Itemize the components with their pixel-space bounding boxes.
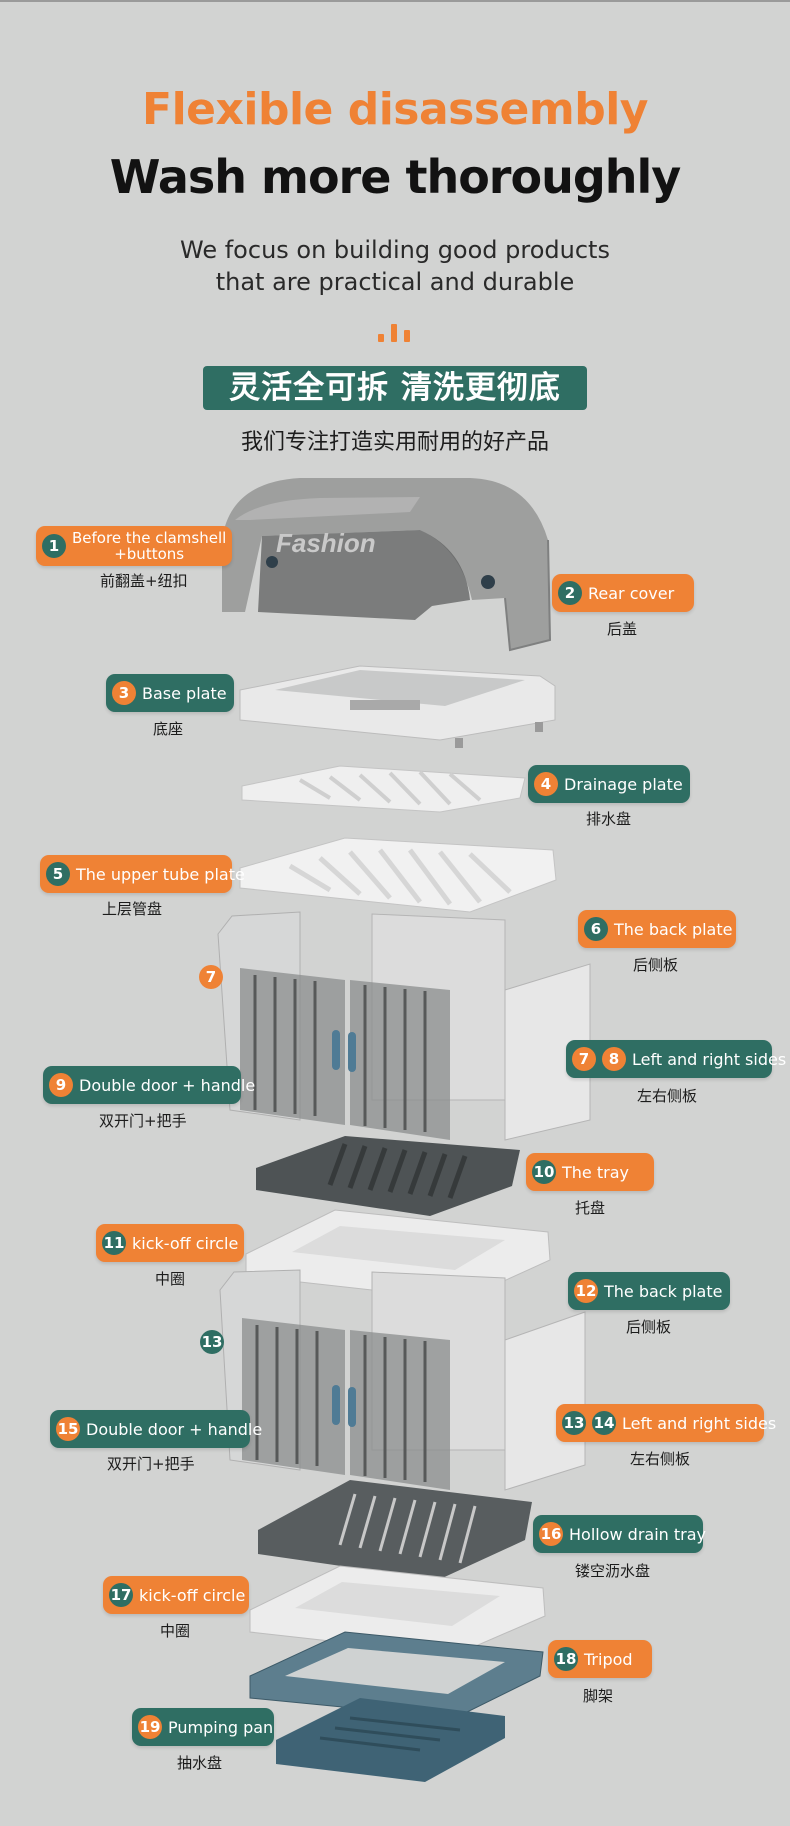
caption-part-5: 上层管盘	[102, 900, 163, 918]
caption-part-6: 后侧板	[633, 956, 679, 974]
upper-tube-plate-part	[239, 837, 557, 913]
caption-part-4: 排水盘	[586, 810, 632, 828]
pumping-pan-part	[276, 1698, 505, 1782]
kick-off-circle-part-2	[249, 1565, 546, 1656]
headline-cn-banner: 灵活全可拆 清洗更彻底	[203, 366, 587, 410]
headline-en: Flexible disassembly	[142, 84, 648, 135]
dish-tray-part	[256, 1136, 520, 1216]
caption-part-1: 前翻盖+纽扣	[100, 572, 188, 590]
caption-part-10: 托盘	[575, 1199, 606, 1217]
upper-cabinet-part	[217, 911, 591, 1141]
brand-logo: Fashion	[276, 528, 376, 558]
clamshell-lid-part: Fashion	[222, 478, 552, 652]
lower-cabinet-part	[219, 1269, 586, 1491]
hollow-drain-tray-part	[258, 1480, 532, 1580]
caption-part-11: 中圈	[155, 1270, 186, 1288]
drainage-plate-part	[241, 765, 526, 813]
caption-part-16: 镂空沥水盘	[575, 1562, 651, 1580]
caption-part-18: 脚架	[583, 1687, 614, 1705]
caption-part-19: 抽水盘	[177, 1754, 223, 1772]
tripod-part	[249, 1631, 544, 1719]
bar-chart-icon	[378, 320, 412, 342]
callout-badge-7: 7	[199, 965, 223, 989]
description-cn: 我们专注打造实用耐用的好产品	[240, 430, 549, 455]
callout-badge-13: 13	[200, 1330, 224, 1354]
label-part-1: 1 Before the clamshell+buttons	[36, 526, 232, 566]
subheadline-en: Wash more thoroughly	[109, 150, 682, 204]
caption-part-2: 后盖	[607, 620, 638, 638]
caption-part-9: 双开门+把手	[99, 1112, 187, 1130]
caption-part-17: 中圈	[160, 1622, 191, 1640]
caption-part-13-14: 左右侧板	[630, 1450, 691, 1468]
caption-part-15: 双开门+把手	[107, 1455, 195, 1473]
caption-part-7-8: 左右侧板	[637, 1087, 698, 1105]
caption-part-3: 底座	[153, 720, 184, 738]
description-line-1: We focus on building good products	[180, 236, 610, 264]
top-divider	[0, 0, 790, 2]
base-plate-part	[239, 665, 556, 748]
caption-part-12: 后侧板	[626, 1318, 672, 1336]
description-line-2: that are practical and durable	[215, 268, 575, 296]
